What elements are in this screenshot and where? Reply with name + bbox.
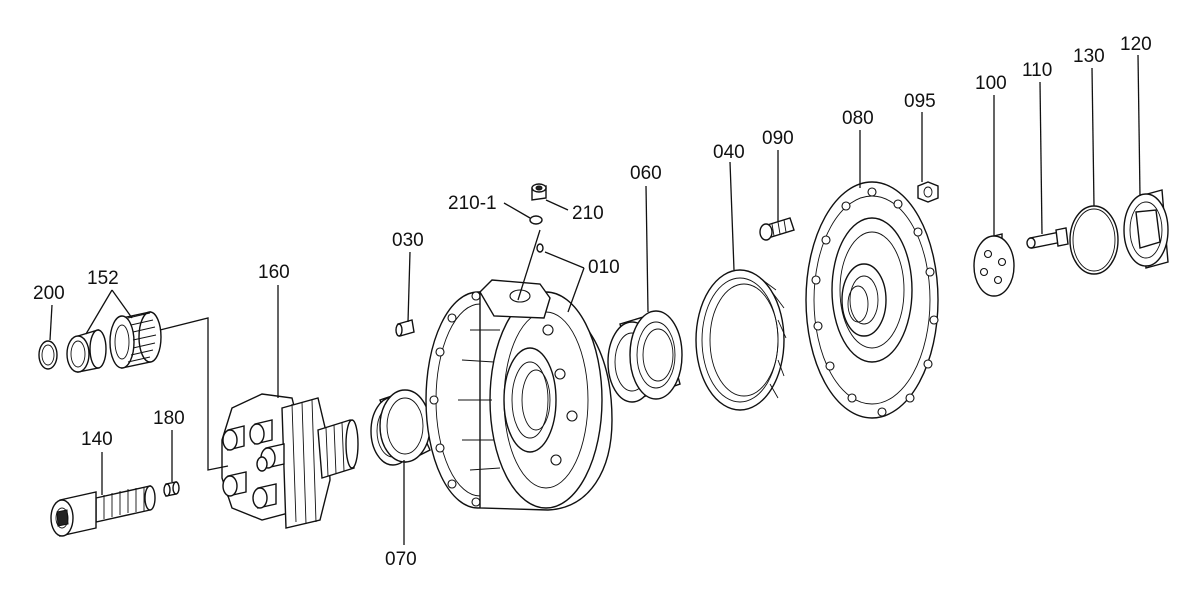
callout-040: 040 (713, 142, 745, 163)
part-040-seal-ring (695, 269, 787, 411)
part-090-stud-bolt (759, 217, 795, 241)
part-080-cover (805, 181, 939, 419)
part-130-o-ring (1069, 205, 1119, 275)
part-200-retaining-ring (38, 340, 58, 370)
part-060-bearing (607, 310, 683, 403)
callout-210-1: 210-1 (448, 193, 497, 214)
part-010-pin (536, 243, 544, 253)
callout-090: 090 (762, 128, 794, 149)
callout-160: 160 (258, 262, 290, 283)
callout-210: 210 (572, 203, 604, 224)
callout-152: 152 (87, 268, 119, 289)
part-010-housing (425, 279, 613, 511)
callout-080: 080 (842, 108, 874, 129)
part-152-gear (109, 311, 162, 369)
part-100-disc (973, 233, 1015, 297)
callout-140: 140 (81, 429, 113, 450)
callout-110: 110 (1022, 60, 1052, 81)
part-095-nut (917, 181, 939, 203)
callout-100: 100 (975, 73, 1007, 94)
callout-180: 180 (153, 408, 185, 429)
part-110-bolt (1026, 227, 1069, 249)
callout-095: 095 (904, 91, 936, 112)
part-070-bearing (370, 389, 431, 466)
callout-030: 030 (392, 230, 424, 251)
part-030-plug (395, 319, 415, 337)
callout-labels: 200 152 160 140 180 030 070 210-1 210 01… (33, 34, 1152, 570)
part-180-pin (163, 481, 180, 497)
leader-lines (49, 54, 1141, 545)
part-160-planet-carrier (221, 393, 359, 529)
callout-120: 120 (1120, 34, 1152, 55)
part-140-shaft (50, 485, 156, 537)
callout-200: 200 (33, 283, 65, 304)
part-152-bushing (66, 329, 107, 373)
part-120-end-cap (1123, 189, 1169, 269)
callout-060: 060 (630, 163, 662, 184)
callout-130: 130 (1073, 46, 1105, 67)
part-210-1-o-ring (529, 215, 543, 225)
callout-010: 010 (588, 257, 620, 278)
callout-070: 070 (385, 549, 417, 570)
part-210-screw (531, 183, 547, 201)
